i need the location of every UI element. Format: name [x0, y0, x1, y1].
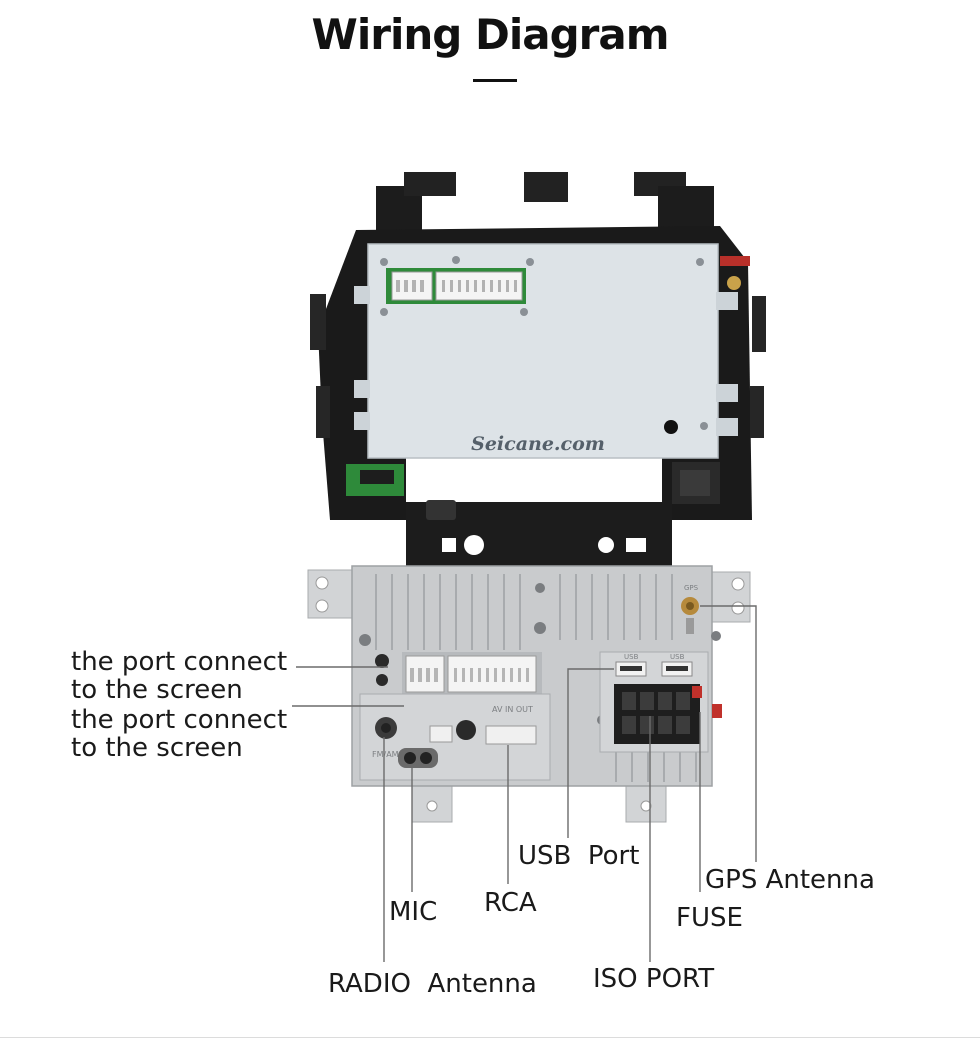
fuse-label: FUSE [676, 903, 743, 933]
screen-port-label-1b: to the screen [71, 675, 243, 705]
iso-port-label: ISO PORT [593, 964, 715, 994]
usb-mark-2: USB [670, 653, 685, 661]
radio-antenna-label: RADIO Antenna [328, 969, 537, 999]
footer-divider [0, 1037, 980, 1038]
screen-port-label-2a: the port connect [71, 705, 288, 735]
av-in-out-mark: AV IN OUT [492, 705, 533, 714]
title-underline [473, 79, 517, 82]
fmam-mark: FM/AM [372, 750, 399, 759]
leader-gps [700, 605, 757, 862]
screen-back-plate: Seicane.com [354, 243, 738, 459]
page-title: Wiring Diagram [311, 10, 670, 59]
leader-usb [567, 668, 614, 838]
gps-mark: GPS [684, 584, 699, 592]
usb-mark-1: USB [624, 653, 639, 661]
usb-port-label: USB Port [518, 841, 640, 871]
screen-port-label-1a: the port connect [71, 647, 288, 677]
brand-watermark: Seicane.com [471, 433, 605, 455]
leader-lines [292, 605, 757, 962]
rear-panel: FM/AM AV IN OUT USB USB GPS [307, 565, 751, 823]
rca-label: RCA [484, 888, 537, 918]
mic-label: MIC [389, 897, 438, 927]
screen-port-label-2b: to the screen [71, 733, 243, 763]
gps-antenna-label: GPS Antenna [705, 865, 875, 895]
